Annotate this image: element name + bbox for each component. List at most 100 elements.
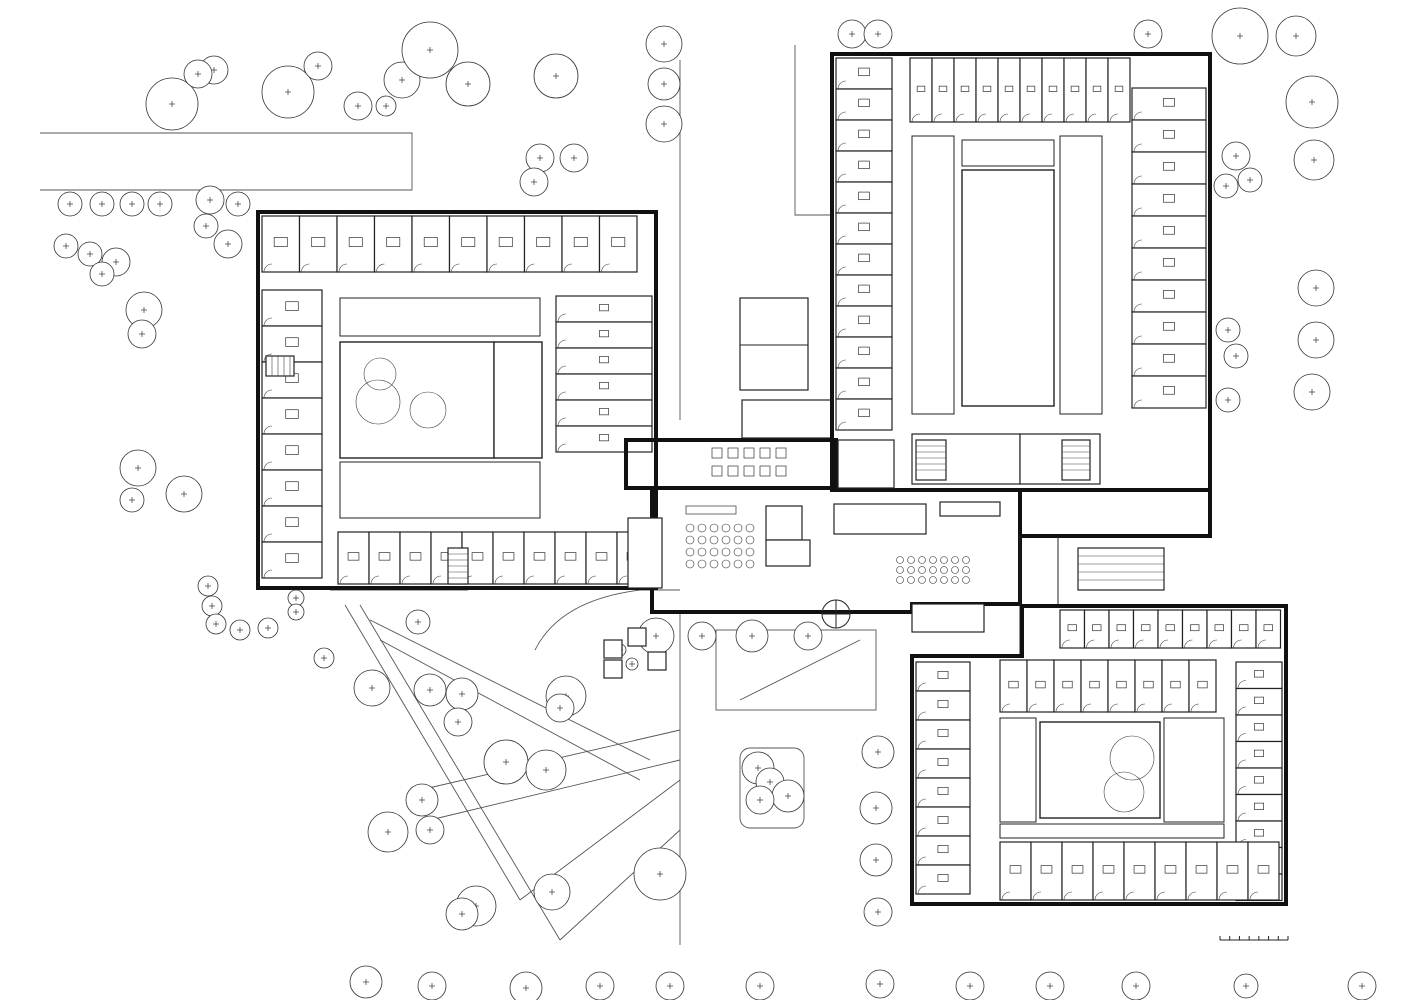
furniture-icon bbox=[1163, 98, 1175, 107]
furniture-icon bbox=[1062, 680, 1073, 689]
se-wing-rooms-west bbox=[915, 661, 971, 895]
seat bbox=[951, 566, 959, 574]
table bbox=[727, 465, 739, 477]
tree-icon bbox=[837, 19, 867, 49]
bench bbox=[685, 505, 737, 515]
seat bbox=[721, 535, 731, 545]
seat bbox=[697, 559, 707, 569]
furniture-icon bbox=[498, 237, 513, 247]
tree-icon bbox=[257, 617, 279, 639]
tree-icon bbox=[417, 971, 447, 1000]
stair-icon bbox=[1061, 439, 1091, 481]
tree-icon bbox=[445, 61, 491, 107]
ne-wing-rooms-north bbox=[909, 57, 1131, 123]
furniture-icon bbox=[1163, 354, 1175, 363]
furniture-icon bbox=[599, 356, 609, 364]
furniture-icon bbox=[937, 816, 949, 824]
seat bbox=[907, 556, 915, 564]
furniture-icon bbox=[1071, 865, 1084, 874]
room bbox=[1041, 57, 1065, 123]
room bbox=[835, 57, 893, 90]
seat bbox=[685, 535, 695, 545]
seat bbox=[721, 523, 731, 533]
room bbox=[999, 841, 1032, 901]
tree-icon bbox=[193, 213, 219, 239]
furniture-icon bbox=[858, 346, 870, 356]
furniture-icon bbox=[1141, 624, 1151, 632]
room bbox=[1154, 841, 1187, 901]
room bbox=[486, 215, 526, 273]
furniture-icon bbox=[1226, 865, 1239, 874]
furniture-icon bbox=[1263, 624, 1273, 632]
room bbox=[1235, 687, 1283, 716]
tree-icon bbox=[625, 657, 639, 671]
se-wing-rooms-north bbox=[1059, 609, 1282, 649]
room bbox=[585, 531, 618, 585]
tree-icon bbox=[745, 785, 775, 815]
furniture-icon bbox=[937, 845, 949, 853]
seat bbox=[896, 566, 904, 574]
room bbox=[1030, 841, 1063, 901]
tree-icon bbox=[229, 619, 251, 641]
room bbox=[1063, 57, 1087, 123]
tree-icon bbox=[53, 233, 79, 259]
tree-icon bbox=[77, 241, 103, 267]
furniture-icon bbox=[1114, 85, 1124, 92]
room bbox=[411, 215, 451, 273]
room bbox=[835, 150, 893, 183]
room bbox=[835, 367, 893, 400]
tree-icon bbox=[413, 673, 447, 707]
trees bbox=[53, 7, 1377, 1000]
west-wing-rooms-north bbox=[261, 215, 638, 273]
furniture-icon bbox=[273, 237, 288, 247]
furniture-icon bbox=[573, 237, 588, 247]
seat bbox=[951, 556, 959, 564]
tree-icon bbox=[525, 143, 555, 173]
tree-icon bbox=[865, 969, 895, 999]
room bbox=[1235, 740, 1283, 769]
tree-icon bbox=[533, 873, 571, 911]
room bbox=[915, 748, 971, 779]
room bbox=[1255, 609, 1282, 649]
seat bbox=[962, 556, 970, 564]
room bbox=[999, 659, 1028, 713]
table bbox=[711, 465, 723, 477]
furniture-icon bbox=[1254, 776, 1264, 784]
tree-icon bbox=[183, 59, 213, 89]
furniture-icon bbox=[1197, 680, 1208, 689]
room bbox=[1083, 609, 1110, 649]
furniture-icon bbox=[1254, 670, 1264, 678]
seat bbox=[929, 566, 937, 574]
tree-icon bbox=[313, 647, 335, 669]
furniture-icon bbox=[1009, 865, 1022, 874]
furniture-icon bbox=[1092, 624, 1102, 632]
tree-icon bbox=[1233, 973, 1259, 999]
cafeteria-tables bbox=[711, 447, 787, 477]
furniture-icon bbox=[1254, 723, 1264, 731]
furniture-icon bbox=[1163, 322, 1175, 331]
tree-icon bbox=[533, 53, 579, 99]
room bbox=[1181, 609, 1208, 649]
seat bbox=[733, 535, 743, 545]
room bbox=[261, 397, 323, 435]
furniture-icon bbox=[1048, 85, 1058, 92]
room bbox=[261, 541, 323, 579]
seat bbox=[709, 535, 719, 545]
room bbox=[1161, 659, 1190, 713]
tree-icon bbox=[287, 603, 305, 621]
tree-icon bbox=[165, 475, 203, 513]
room bbox=[997, 57, 1021, 123]
stair-icon bbox=[447, 547, 469, 585]
room bbox=[1247, 841, 1280, 901]
furniture-icon bbox=[285, 301, 299, 311]
furniture-icon bbox=[937, 787, 949, 795]
furniture-icon bbox=[1254, 829, 1264, 837]
room bbox=[915, 690, 971, 721]
furniture-icon bbox=[599, 330, 609, 338]
room bbox=[915, 661, 971, 692]
furniture-icon bbox=[502, 552, 515, 561]
seat bbox=[697, 523, 707, 533]
furniture-icon bbox=[1008, 680, 1019, 689]
seat bbox=[685, 547, 695, 557]
seat bbox=[685, 559, 695, 569]
